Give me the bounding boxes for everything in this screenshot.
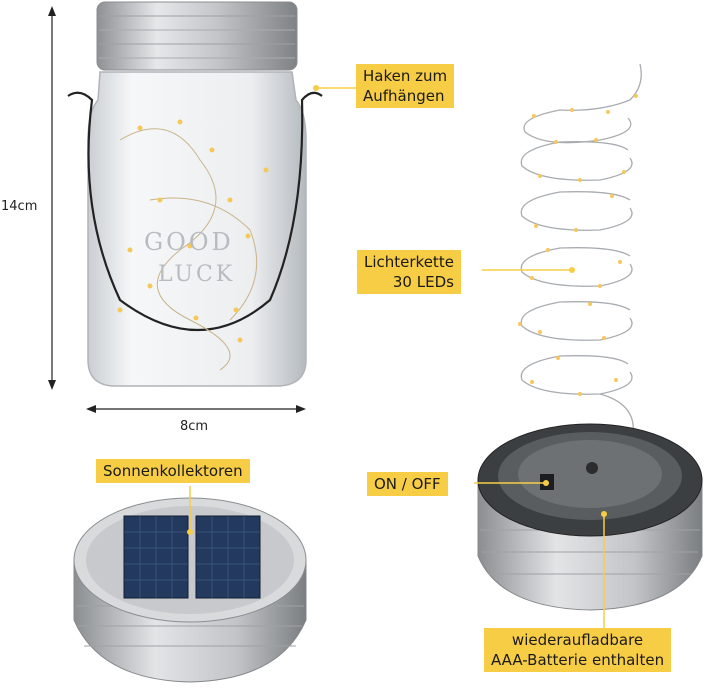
hook-callout-line2: Aufhängen xyxy=(363,87,445,105)
hook-callout-line1: Haken zum xyxy=(363,67,448,85)
string-callout-line1: Lichterkette xyxy=(364,253,454,271)
hook-callout: Haken zum Aufhängen xyxy=(356,64,455,108)
string-callout: Lichterkette 30 LEDs xyxy=(357,250,461,294)
width-label: 8cm xyxy=(180,419,209,434)
switch-callout: ON / OFF xyxy=(367,472,448,496)
battery-callout-line2: AAA-Batterie enthalten xyxy=(491,651,665,669)
height-label: 14cm xyxy=(1,199,38,214)
battery-callout: wiederaufladbare AAA-Batterie enthalten xyxy=(484,628,672,672)
string-callout-line2: 30 LEDs xyxy=(392,273,454,291)
jar-embossing-luck: LUCK xyxy=(158,262,236,287)
jar-embossing-good: GOOD xyxy=(144,228,234,256)
battery-callout-line1: wiederaufladbare xyxy=(511,631,644,649)
solar-callout: Sonnenkollektoren xyxy=(96,459,250,483)
